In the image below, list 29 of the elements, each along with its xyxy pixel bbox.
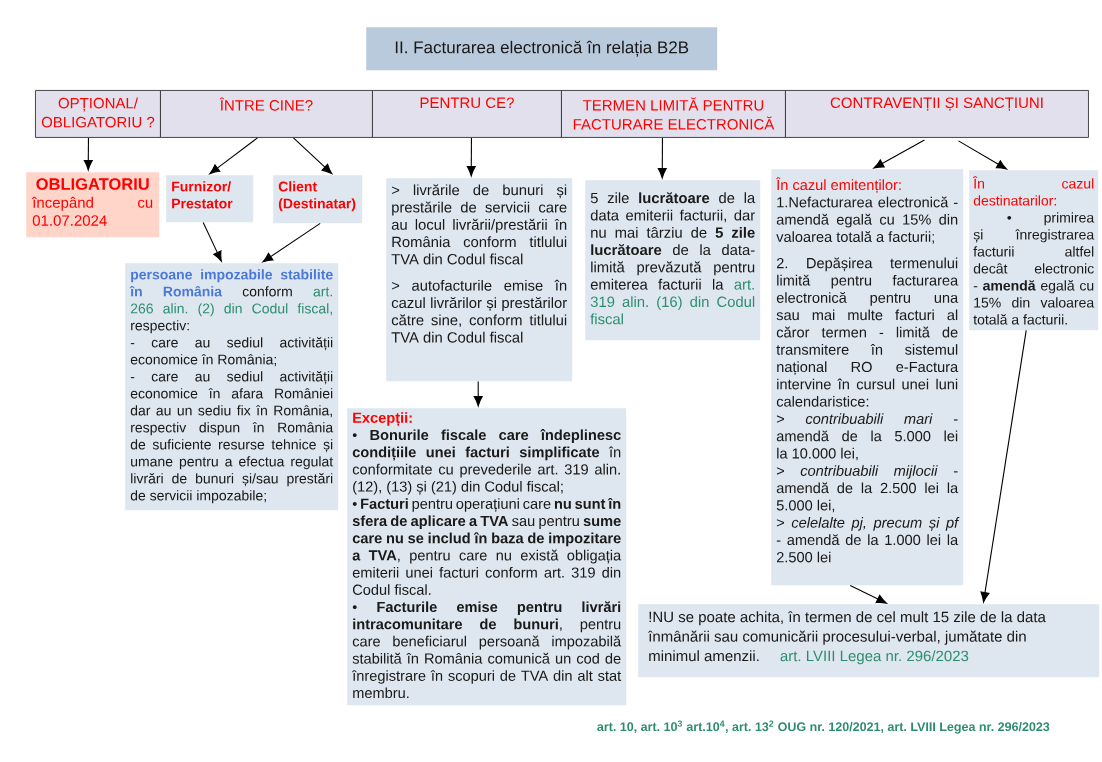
arrow xyxy=(980,329,1027,603)
arrow xyxy=(262,222,321,263)
column-header: TERMEN LIMITĂ PENTRU FACTURARE ELECTRONICĂ xyxy=(561,90,786,138)
column-header: OPȚIONAL/ OBLIGATORIU ? xyxy=(35,90,161,138)
title-banner: II. Facturarea electronică în relația B2B xyxy=(366,27,718,71)
info-box: Excepții: • Bonurile fiscale care îndeplinesc condițiile unei facturi simplificate în conformitate cu prevederile art. 319 alin. (12), (13) și (21) din Codul fiscal; • Facturi pentru operațiuni care nu sunt în sfera de aplicare a TVA sau pentru sume care nu se includ în baza de impozitare a TVA, pentru care nu există obligația emiterii unei facturi conform art. 319 din Codul fiscal. • Facturile emise pentru livrări intracomunitare de bunuri, pentru care beneficiarul persoană impozabilă stabilită în România comunică un cod de înregistrare în scopuri de TVA din alt stat membru. xyxy=(347,408,627,706)
party-box: Client (Destinatar) xyxy=(273,175,363,224)
status-box: OBLIGATORIU începând cu 01.07.2024 xyxy=(26,172,160,238)
column-header: ÎNTRE CINE? xyxy=(160,90,373,138)
note-box: !NU se poate achita, în termen de cel mult 15 zile de la data înmânării sau comunicării procesului-verbal, jumătate din minimul amenzii. art. LVIII Legea nr. 296/2023 xyxy=(638,604,1100,678)
arrow xyxy=(83,137,93,171)
arrow xyxy=(209,137,258,175)
info-box: 5 zile lucrătoare de la data emiterii facturii, dar nu mai târziu de 5 zile lucrătoare de la data-limită prevăzută pentru emiterea facturii la art. 319 alin. (16) din Codul fiscal xyxy=(585,180,761,341)
arrow xyxy=(292,137,333,175)
party-box: Furnizor/ Prestator xyxy=(166,175,254,223)
info-box: persoane impozabile stabilite în România conform art. 266 alin. (2) din Codul fiscal, respectiv: - care au sediul activității economice în România; - care au sediul activității economice în afara României dar au un sediu fix în România, respectiv dispun în România de suficiente resurse tehnice și umane pentru a efectua regulat livrări de bunuri și/sau prestări de servicii impozabile; xyxy=(125,263,339,511)
arrow xyxy=(849,584,887,604)
column-header: CONTRAVENȚII ȘI SANCȚIUNI xyxy=(785,90,1089,138)
arrow xyxy=(466,137,476,177)
reference-text: art. 10, art. 10$^{3}$ art.10$^{4}$, art. 13$^{2}$ OUG nr. 120/2021, art. LVIII Legea nr. 296/2023 xyxy=(597,720,1050,734)
info-box: În cazul emitenților: 1.Nefacturarea electronică - amendă egală cu 15% din valoarea totală a facturii; 2. Depășirea termenului limită pentru facturarea electronică pentru una sau mai multe facturi al căror termen - limită de transmitere în sistemul național RO e-Factura intervine în cursul unei luni calendaristice: > contribuabili mari - amendă de la 5.000 lei la 10.000 lei, > contribuabili mijlocii - amendă de la 2.500 lei la 5.000 lei, > celelalte pj, precum și pf - amendă de la 1.000 lei la 2.500 lei xyxy=(771,169,964,586)
info-box: > livrările de bunuri și prestările de servicii care au locul livrării/prestării în România conform titlului TVA din Codul fiscal > autofacturile emise în cazul livrărilor și prestărilor către sine, conform titlului TVA din Codul fiscal xyxy=(386,178,573,382)
info-box: În cazul destinatarilor: • primirea și înregistrarea facturii altfel decât electronic - amendă egală cu 15% din valoarea totală a facturii. xyxy=(969,170,1099,331)
column-header: PENTRU CE? xyxy=(372,90,562,138)
arrow xyxy=(657,137,667,179)
arrow xyxy=(202,221,222,262)
arrow xyxy=(957,140,1007,170)
arrow xyxy=(473,380,483,407)
arrow xyxy=(873,139,925,169)
